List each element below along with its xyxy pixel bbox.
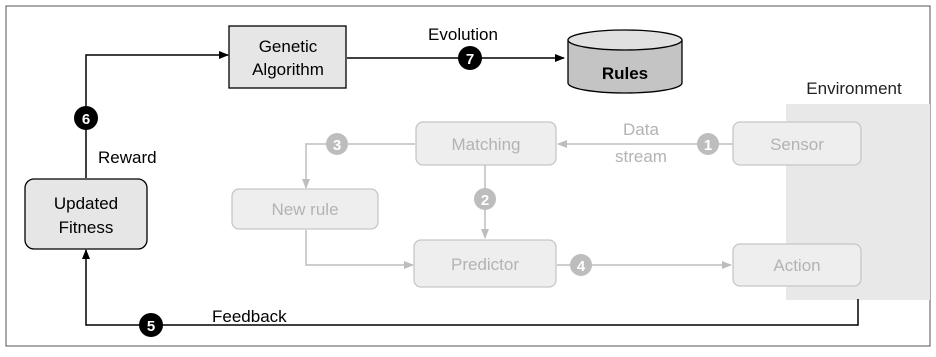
genetic-algorithm-line1: Genetic	[259, 37, 318, 56]
step-marker-3-label: 3	[333, 137, 341, 154]
step-marker-1-label: 1	[704, 137, 712, 154]
environment-label: Environment	[806, 79, 902, 98]
matching-box	[415, 121, 557, 166]
feedback-arrow	[82, 249, 859, 326]
action-box	[732, 243, 862, 287]
data-stream-label-line2: stream	[615, 147, 667, 166]
new-rule-box	[231, 188, 379, 230]
sensor-box	[732, 121, 862, 166]
step-marker-1: 1	[697, 133, 719, 155]
predictor-label: Predictor	[451, 255, 519, 274]
sensor-label: Sensor	[770, 135, 824, 154]
new-rule-label: New rule	[271, 200, 338, 219]
updated-fitness-line2: Fitness	[59, 218, 114, 237]
step-marker-2-label: 2	[481, 192, 489, 209]
step-marker-4: 4	[570, 254, 592, 276]
genetic-algorithm-line2: Algorithm	[252, 60, 324, 79]
step-marker-2: 2	[474, 188, 496, 210]
step-marker-5: 5	[139, 313, 163, 337]
feedback-label: Feedback	[212, 307, 287, 326]
step-marker-7-label: 7	[466, 51, 474, 68]
rules-database-icon	[567, 29, 683, 94]
reward-arrow	[85, 51, 229, 178]
reward-label: Reward	[98, 148, 157, 167]
evolution-label: Evolution	[428, 25, 498, 44]
updated-fitness-box	[24, 178, 148, 250]
step-marker-7: 7	[458, 46, 482, 70]
action-label: Action	[773, 256, 820, 275]
step-marker-3: 3	[326, 133, 348, 155]
genetic-algorithm-box	[228, 25, 347, 89]
step-marker-6-label: 6	[82, 111, 90, 128]
predictor-box	[413, 239, 557, 288]
matching-to-new-rule-arrow	[302, 143, 415, 189]
rules-label: Rules	[602, 64, 648, 83]
step-marker-4-label: 4	[577, 258, 586, 275]
matching-label: Matching	[452, 135, 521, 154]
step-marker-5-label: 5	[147, 318, 155, 335]
updated-fitness-line1: Updated	[54, 194, 118, 213]
data-stream-label-line1: Data	[623, 120, 659, 139]
new-rule-to-predictor-arrow	[305, 230, 414, 269]
step-marker-6: 6	[74, 106, 98, 130]
